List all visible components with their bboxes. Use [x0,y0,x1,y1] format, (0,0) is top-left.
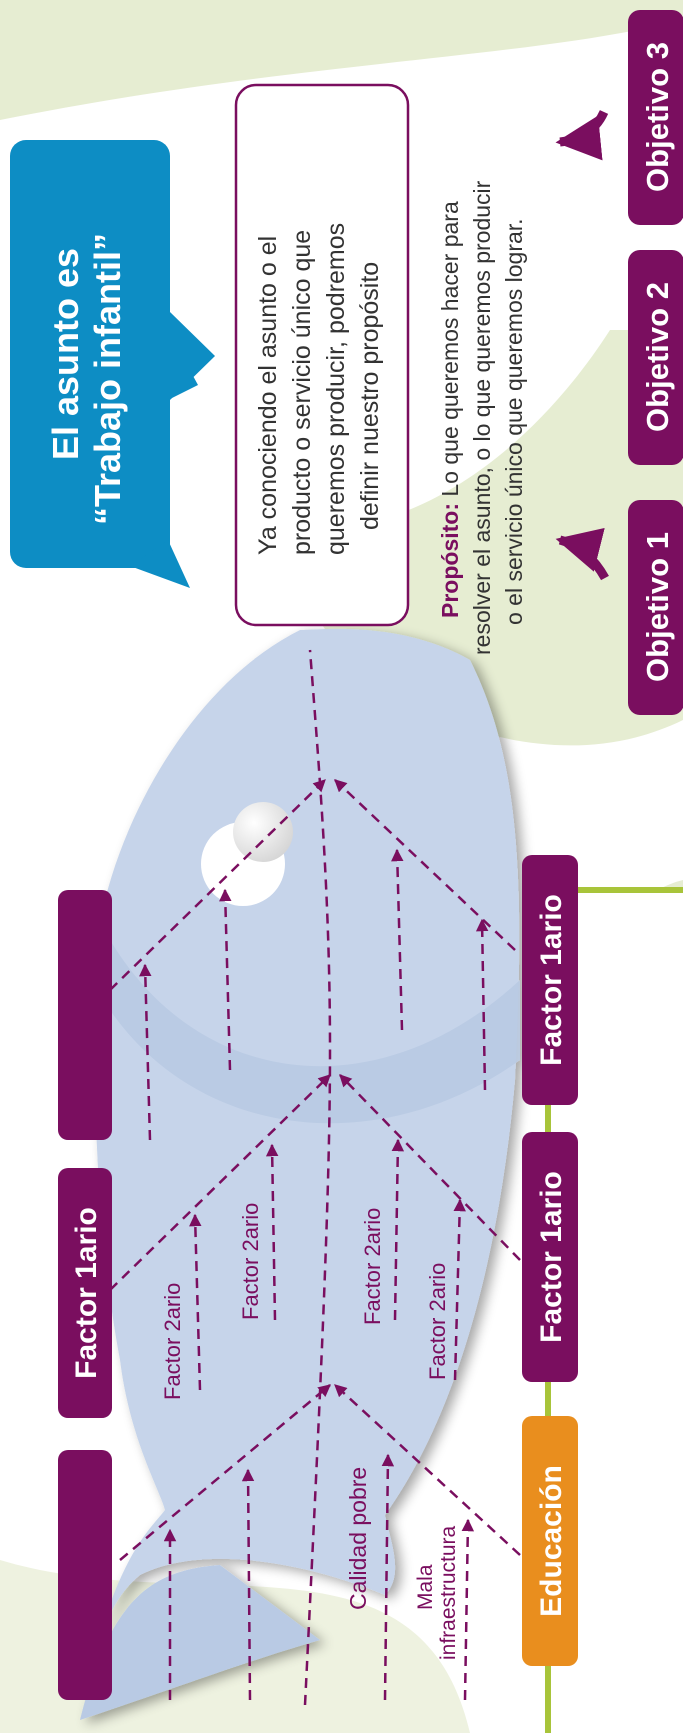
objective-box-2: Objetivo 2 [628,250,683,465]
curved-arrow-1 [555,528,609,581]
top-factor-box-1 [58,1450,112,1700]
fish-eye [201,802,293,906]
purpose-box-line4: definir nuestro propósito [356,262,384,530]
secondary-label-top-a: Factor 2ario [160,1283,185,1400]
topic-callout-line1: El asunto es [45,248,86,460]
purpose-box-line3: queremos producir, podremos [322,223,350,555]
bottom-factor-label-3: Factor 1ario [535,894,568,1066]
secondary-label-top-b: Factor 2ario [238,1203,263,1320]
purpose-definition-line1: Lo que queremos hacer para [437,201,463,497]
bottom-factor-label-2: Factor 1ario [535,1171,568,1343]
bottom-factor-box-education: Educación [522,1416,578,1666]
cause-infra-line1: Mala [414,1564,437,1610]
bottom-factor-box-2: Factor 1ario [522,1132,578,1382]
objective-label-3: Objetivo 3 [640,42,675,192]
secondary-arrows [139,848,489,1701]
cause-quality-label: Calidad pobre [345,1467,371,1610]
purpose-box: Ya conociendo el asunto o el producto o … [234,83,410,627]
topic-callout-line2: “Trabajo infantil” [87,233,128,525]
top-factor-box-3 [58,890,112,1140]
bottom-factor-box-3: Factor 1ario [522,855,578,1105]
purpose-box-line1: Ya conociendo el asunto o el [254,236,282,555]
secondary-label-bottom-b: Factor 2ario [425,1263,450,1380]
topic-callout: El asunto es “Trabajo infantil” [10,140,215,588]
objective-label-1: Objetivo 1 [640,532,675,682]
objective-box-1: Objetivo 1 [628,500,683,715]
objective-box-3: Objetivo 3 [628,10,683,225]
purpose-definition: Propósito: Lo que queremos hacer para re… [437,180,527,655]
secondary-label-bottom-a: Factor 2ario [360,1208,385,1325]
purpose-box-line2: producto o servicio único que [288,230,316,555]
objective-label-2: Objetivo 2 [640,282,675,432]
cause-infra-line2: infraestructura [437,1525,460,1660]
curved-arrow-3 [555,109,609,161]
top-factor-box-2: Factor 1ario [58,1168,112,1418]
purpose-definition-line2: resolver el asunto, o lo que queremos pr… [469,180,495,655]
bottom-factor-label-education: Educación [535,1465,568,1617]
svg-text:Propósito: Lo que queremos hac: Propósito: Lo que queremos hacer para [437,201,463,618]
purpose-definition-line3: o el servicio único que queremos lograr. [501,218,527,625]
purpose-term: Propósito: [437,503,463,618]
fish-shape [80,628,520,1720]
top-factor-label-2: Factor 1ario [70,1207,103,1379]
